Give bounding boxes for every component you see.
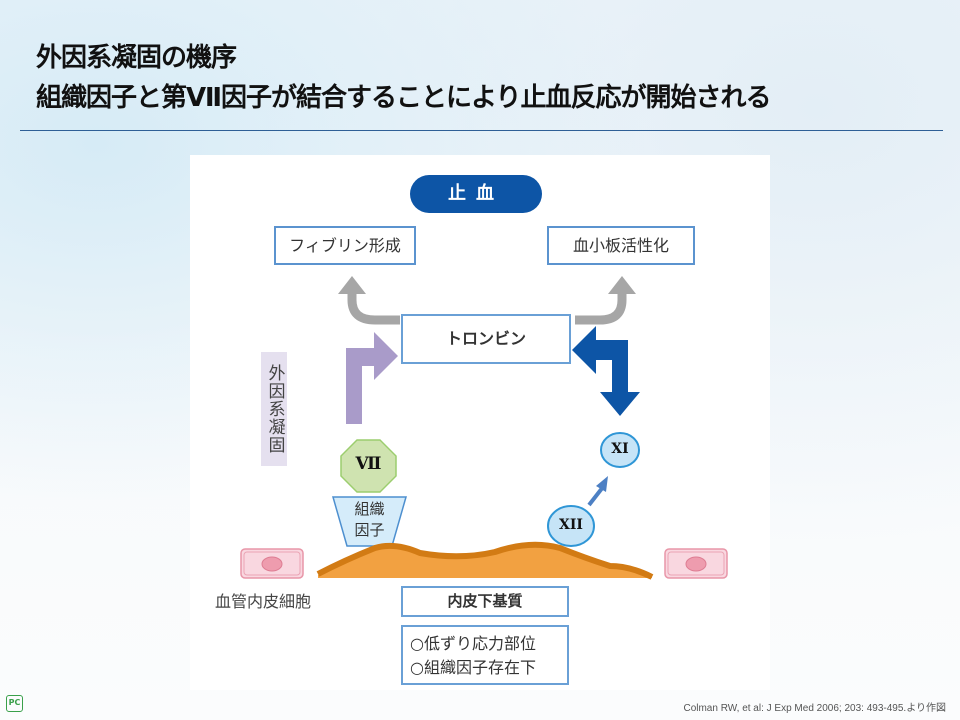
factor-xii-circle — [547, 505, 595, 547]
factor-vii-label: Ⅶ — [355, 454, 382, 474]
logo-icon: PC — [6, 695, 23, 712]
thrombin-label: トロンビン — [445, 329, 526, 348]
cell-nucleus-left — [261, 556, 283, 572]
factor-xii-label: XII — [559, 517, 583, 533]
platelet-activation-box: 血小板活性化 — [547, 226, 695, 265]
slide-title: 外因系凝固の機序 組織因子と第Ⅶ因子が結合することにより止血反応が開始される — [36, 38, 772, 118]
title-divider — [20, 130, 943, 131]
cell-inner-border — [243, 551, 301, 576]
tissue-factor-line-1: 組織 — [354, 500, 385, 518]
factor-xi-label: XI — [611, 441, 629, 457]
purple-arrow — [346, 332, 398, 424]
gray-arrow-left — [347, 292, 400, 325]
platelet-activation-label: 血小板活性化 — [572, 236, 669, 255]
factor-vii-octagon — [340, 439, 397, 493]
cell-nucleus-right — [685, 556, 707, 572]
citation: Colman RW, et al: J Exp Med 2006; 203: 4… — [683, 703, 946, 714]
condition-item: ○組織因子存在下 — [410, 658, 536, 677]
gray-arrowhead-right — [608, 276, 636, 294]
xii-to-xi-arrowhead — [596, 476, 608, 492]
cell-inner-border — [667, 551, 725, 576]
fibrin-formation-box: フィブリン形成 — [274, 226, 416, 265]
subendothelial-matrix-label: 内皮下基質 — [447, 592, 523, 610]
subendothelial-matrix-box: 内皮下基質 — [401, 586, 569, 617]
tissue-factor-line-2: 因子 — [354, 521, 385, 539]
title-line-1: 外因系凝固の機序 — [36, 43, 237, 73]
conditions-box: ○低ずり応力部位 ○組織因子存在下 — [401, 625, 569, 685]
xii-to-xi-arrow — [587, 485, 605, 507]
gray-arrow-right — [575, 292, 627, 325]
tissue-factor-label: 組織 因子 — [333, 499, 406, 541]
condition-item: ○低ずり応力部位 — [410, 634, 536, 653]
matrix-line — [316, 541, 654, 580]
extrinsic-pathway-label: 外因系凝固 — [261, 352, 287, 466]
gray-arrowhead-left — [338, 276, 366, 294]
factor-xi-circle — [600, 432, 640, 468]
hemostasis-pill: 止血 — [410, 175, 542, 213]
thrombin-box: トロンビン — [401, 314, 571, 364]
blue-arrow — [572, 326, 640, 416]
fibrin-formation-label: フィブリン形成 — [289, 236, 401, 255]
title-line-2: 組織因子と第Ⅶ因子が結合することにより止血反応が開始される — [36, 83, 772, 113]
endothelial-cell-label: 血管内皮細胞 — [215, 592, 312, 611]
